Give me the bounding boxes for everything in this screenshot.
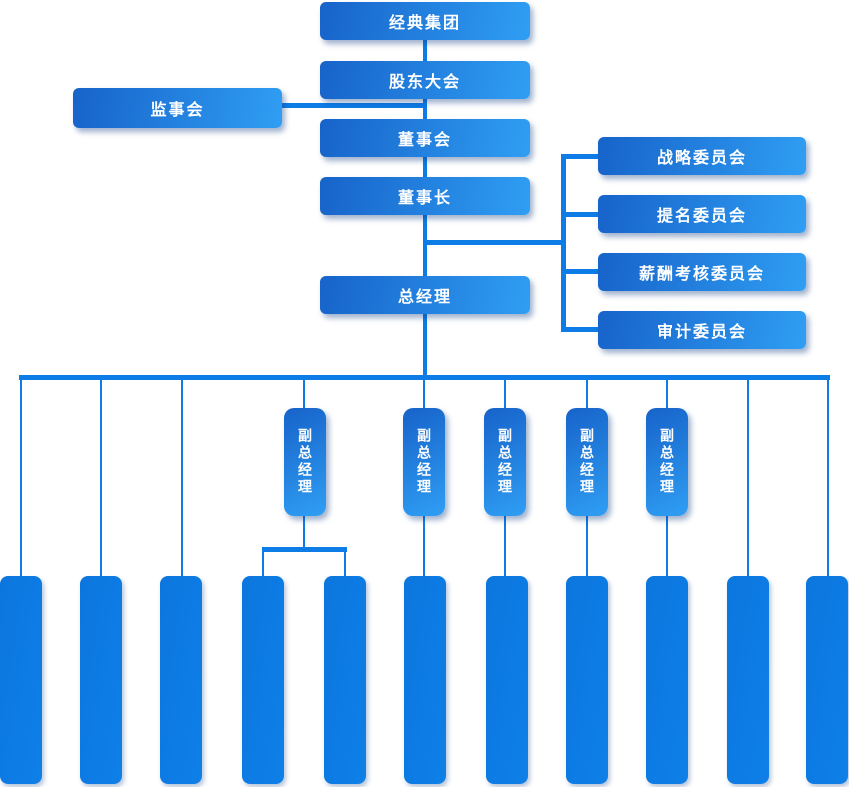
deputy-gm-node-4: 副总经理 xyxy=(566,408,608,516)
connector-drop-dept-10 xyxy=(747,380,749,576)
connector-deputy1-bar xyxy=(262,547,347,552)
deputy-gm-node-2: 副总经理 xyxy=(403,408,445,516)
connector-committee-stub-4 xyxy=(561,327,598,332)
connector-drop-dept-11 xyxy=(827,380,829,576)
connector-board-chairman xyxy=(423,157,427,177)
department-node-5 xyxy=(324,576,366,784)
deputy-gm-node-1: 副总经理 xyxy=(284,408,326,516)
connector-drop-dept-3 xyxy=(181,380,183,576)
connector-deputy4-down xyxy=(586,516,588,576)
connector-committee-spine xyxy=(561,154,566,332)
org-node-shareholders-meeting: 股东大会 xyxy=(320,61,530,99)
department-node-7 xyxy=(486,576,528,784)
deputy-gm-node-3: 副总经理 xyxy=(484,408,526,516)
connector-deputy1-down xyxy=(303,516,305,547)
department-node-2 xyxy=(80,576,122,784)
department-node-4 xyxy=(242,576,284,784)
connector-drop-dept-2 xyxy=(100,380,102,576)
department-node-8 xyxy=(566,576,608,784)
connector-bus xyxy=(19,375,830,380)
department-node-6 xyxy=(404,576,446,784)
org-node-general-manager: 总经理 xyxy=(320,276,530,314)
org-node-chairman: 董事长 xyxy=(320,177,530,215)
connector-deputy5-down xyxy=(666,516,668,576)
connector-shareholders-board xyxy=(423,99,427,119)
connector-committee-stub-1 xyxy=(561,154,598,159)
connector-drop-deputy-2 xyxy=(423,380,425,408)
department-node-11 xyxy=(806,576,848,784)
department-node-10 xyxy=(727,576,769,784)
deputy-gm-node-5: 副总经理 xyxy=(646,408,688,516)
connector-drop-deputy-3 xyxy=(504,380,506,408)
connector-deputy3-down xyxy=(504,516,506,576)
org-node-supervisory-board: 监事会 xyxy=(73,88,282,128)
connector-drop-deputy-4 xyxy=(586,380,588,408)
connector-drop-dept-1 xyxy=(20,380,22,576)
connector-drop-deputy-5 xyxy=(666,380,668,408)
connector-chairman-gm xyxy=(423,215,427,276)
connector-chairman-committees xyxy=(425,240,566,245)
committee-node-remuneration: 薪酬考核委员会 xyxy=(598,253,806,291)
connector-committee-stub-2 xyxy=(561,212,598,217)
connector-deputy1-child-left xyxy=(262,552,264,576)
committee-node-strategy: 战略委员会 xyxy=(598,137,806,175)
connector-committee-stub-3 xyxy=(561,269,598,274)
connector-group-shareholders xyxy=(423,40,427,61)
department-node-1 xyxy=(0,576,42,784)
committee-node-nomination: 提名委员会 xyxy=(598,195,806,233)
connector-gm-bus xyxy=(423,314,427,375)
connector-drop-deputy-1 xyxy=(303,380,305,408)
connector-deputy1-child-right xyxy=(344,552,346,576)
department-node-3 xyxy=(160,576,202,784)
connector-supervisory-link xyxy=(282,103,427,108)
org-node-board-of-directors: 董事会 xyxy=(320,119,530,157)
committee-node-audit: 审计委员会 xyxy=(598,311,806,349)
connector-deputy2-down xyxy=(423,516,425,576)
department-node-9 xyxy=(646,576,688,784)
org-node-group: 经典集团 xyxy=(320,2,530,40)
